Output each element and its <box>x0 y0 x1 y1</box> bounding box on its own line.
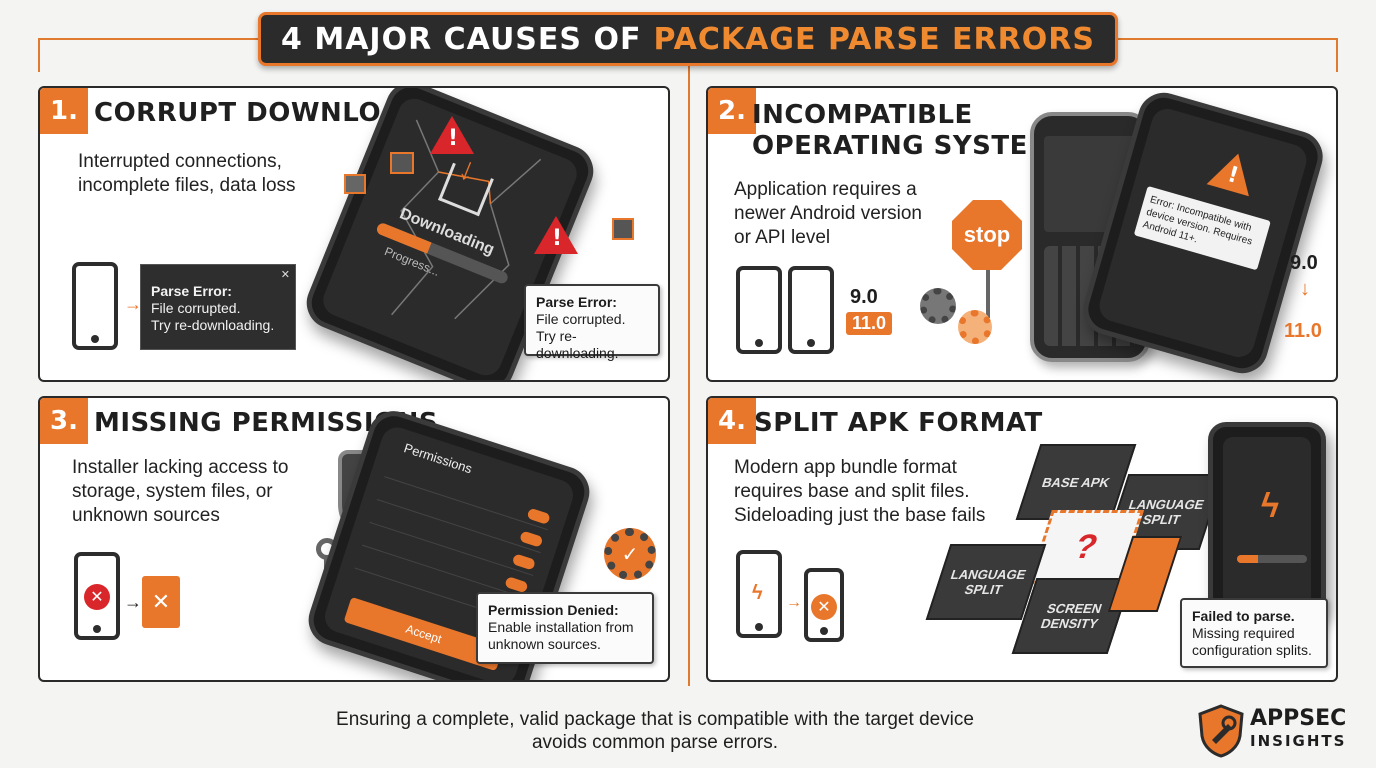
panel-number: 3. <box>40 398 88 444</box>
file-fragment-icon <box>390 152 414 174</box>
mini-phone-icon <box>804 568 844 642</box>
footer-line-2: avoids common parse errors. <box>531 732 779 753</box>
callout-line-2: Try re-downloading. <box>536 328 619 361</box>
broken-link-icon: ϟ <box>1261 487 1279 525</box>
warning-icon: ! <box>534 216 578 254</box>
footer-message: Ensuring a complete, valid package that … <box>200 708 1110 754</box>
callout-title: Permission Denied: <box>488 602 619 618</box>
callout-title: Failed to parse. <box>1192 608 1295 624</box>
parse-error-callout: Parse Error: File corrupted. Try re-down… <box>524 284 660 361</box>
footer-line-1: Ensuring a complete, valid package that … <box>336 709 974 730</box>
error-line-2: Try re-downloading. <box>151 317 275 333</box>
callout-line-1: Enable installation from <box>488 619 634 635</box>
warning-icon: ! <box>1206 147 1260 197</box>
shield-logo-icon <box>1198 704 1244 758</box>
panel-title-line-2: OPERATING SYSTEM <box>752 131 1055 161</box>
cracked-phone: ↓ Downloading Progress... <box>298 88 602 380</box>
phone-screen: ϟ <box>1223 437 1311 607</box>
file-fragment-icon <box>344 174 366 194</box>
frame-left-drop <box>38 38 40 72</box>
broken-link-icon: ϟ <box>752 582 763 604</box>
split-apk-phone: ϟ <box>1208 422 1326 622</box>
logo-sub: INSIGHTS <box>1250 732 1347 750</box>
callout-line-1: File corrupted. <box>536 311 626 327</box>
file-fragment-icon <box>612 218 634 240</box>
crack-lines <box>391 119 542 320</box>
panel-title-line-1: INCOMPATIBLE <box>752 100 973 130</box>
frame-right-drop <box>1336 38 1338 72</box>
error-x-icon: ✕ <box>811 594 837 620</box>
panel-description: Modern app bundle format requires base a… <box>734 457 986 526</box>
arrow-right-icon: → <box>124 294 142 314</box>
frame-center-divider <box>688 66 690 686</box>
frame-top-right-line <box>1116 38 1338 40</box>
title-main: 4 MAJOR CAUSES OF <box>281 21 642 57</box>
old-phone-icon <box>736 266 782 354</box>
arrow-right-icon: → <box>124 592 142 612</box>
callout-line-1: Missing required <box>1192 625 1295 641</box>
callout-line-2: unknown sources. <box>488 636 601 652</box>
new-phone-icon <box>788 266 834 354</box>
gear-icon <box>958 310 992 344</box>
install-progress-bar <box>1237 555 1307 563</box>
blocked-file-icon: ✕ <box>142 576 180 628</box>
panel-number: 1. <box>40 88 88 134</box>
callout-line-2: configuration splits. <box>1192 642 1312 658</box>
panel-description: Interrupted connections, incomplete file… <box>78 151 296 196</box>
logo-name: APPSEC <box>1250 706 1347 731</box>
stop-sign-pole <box>986 264 990 318</box>
panel-description: Installer lacking access to storage, sys… <box>72 457 289 526</box>
panel-title: SPLIT APK FORMAT <box>754 408 1043 438</box>
title-accent: PACKAGE PARSE ERRORS <box>653 21 1095 57</box>
panel-number: 4. <box>708 398 756 444</box>
brand-logo: APPSEC INSIGHTS <box>1250 708 1346 752</box>
mini-phone-icon <box>72 262 118 350</box>
failed-to-parse-callout: Failed to parse. Missing required config… <box>1180 598 1328 668</box>
error-x-icon: ✕ <box>84 584 110 610</box>
panel-number: 2. <box>708 88 756 134</box>
phone-screen: ↓ Downloading Progress... <box>318 93 582 380</box>
error-title: Parse Error: <box>151 283 232 299</box>
stop-sign: stop <box>952 200 1022 270</box>
callout-title: Parse Error: <box>536 294 617 310</box>
close-icon: ✕ <box>280 269 290 281</box>
right-version-new: 11.0 <box>1284 320 1322 342</box>
permission-denied-callout: Permission Denied: Enable installation f… <box>476 592 654 664</box>
panel-title: CORRUPT DOWNLOAD <box>94 98 424 128</box>
frame-top-left-line <box>38 38 260 40</box>
incompatible-dialog: Error: Incompatible with device version.… <box>1133 185 1271 271</box>
panel-missing-permissions: 3. MISSING PERMISSIONS Installer lacking… <box>38 396 670 682</box>
error-line-1: File corrupted. <box>151 300 241 316</box>
version-new: 11.0 <box>846 312 893 335</box>
title-banner: 4 MAJOR CAUSES OF PACKAGE PARSE ERRORS <box>258 12 1118 66</box>
panel-description: Application requires a newer Android ver… <box>734 179 922 248</box>
parse-error-dialog: ✕ Parse Error: File corrupted. Try re-do… <box>140 264 296 350</box>
right-version-old: 9.0 <box>1290 252 1318 274</box>
panel-split-apk: 4. SPLIT APK FORMAT Modern app bundle fo… <box>706 396 1338 682</box>
arrow-down-icon: ↓ <box>1300 278 1310 300</box>
check-gear-icon: ✓ <box>604 528 656 580</box>
panel-incompatible-os: 2. INCOMPATIBLE OPERATING SYSTEM Applica… <box>706 86 1338 382</box>
gear-icon <box>920 288 956 324</box>
version-old: 9.0 <box>850 286 878 308</box>
warning-icon: ! <box>430 116 474 154</box>
arrow-right-icon: → <box>786 594 802 611</box>
panel-corrupt-download: 1. CORRUPT DOWNLOAD Interrupted connecti… <box>38 86 670 382</box>
mini-phone-icon <box>736 550 782 638</box>
